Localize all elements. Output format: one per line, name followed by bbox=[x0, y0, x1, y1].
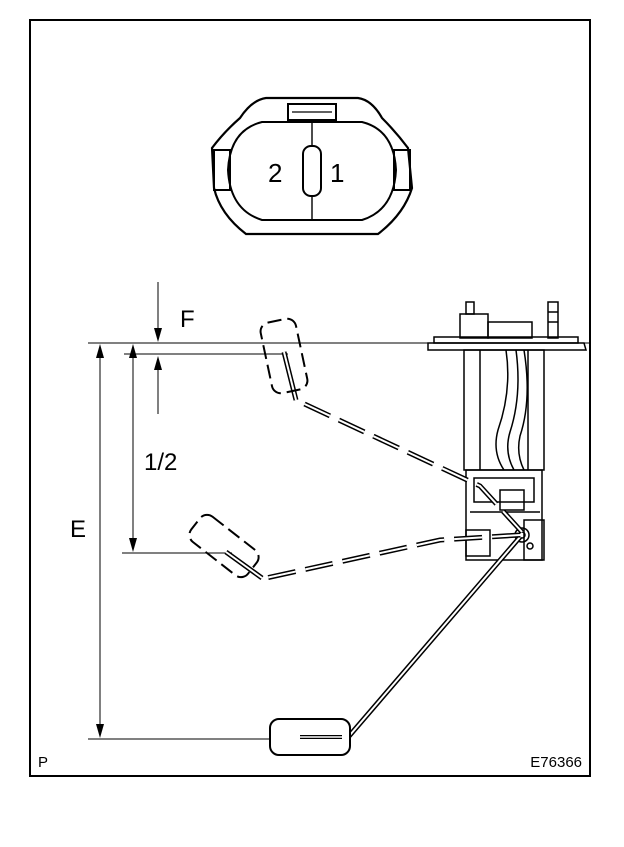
label-f: F bbox=[180, 306, 195, 333]
float-arm-empty bbox=[269, 535, 522, 756]
corner-label-p: P bbox=[38, 754, 48, 771]
figure-code: E76366 bbox=[530, 754, 582, 771]
label-half: 1/2 bbox=[144, 449, 177, 476]
pin-2-label: 2 bbox=[268, 158, 282, 188]
figure-border bbox=[29, 19, 591, 777]
pin-1-label: 1 bbox=[330, 158, 344, 188]
connector-face bbox=[210, 96, 414, 236]
float-arm-half bbox=[188, 513, 521, 581]
dimension-arrowheads bbox=[96, 328, 162, 738]
float-arm-full bbox=[259, 317, 524, 534]
sender-assembly bbox=[427, 301, 587, 561]
label-e: E bbox=[70, 516, 86, 543]
